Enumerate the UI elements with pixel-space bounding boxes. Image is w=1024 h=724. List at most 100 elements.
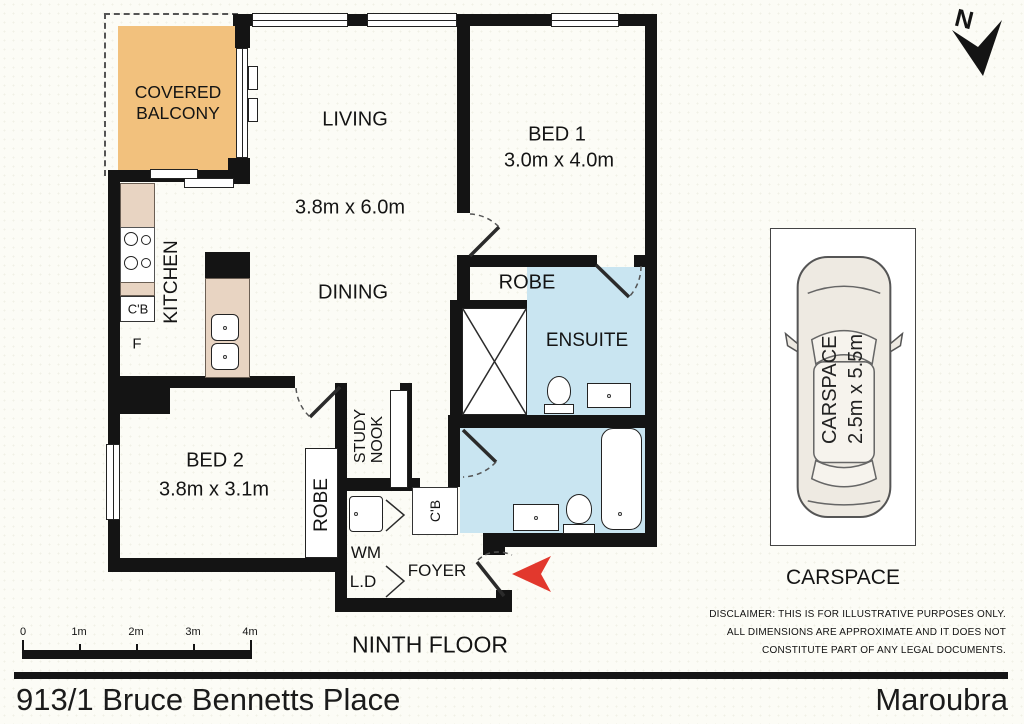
sink-drain	[223, 355, 227, 359]
window-louvre	[248, 98, 258, 122]
scale-tick	[250, 640, 252, 650]
wall	[450, 300, 462, 415]
scale-label: 2m	[128, 626, 144, 638]
wall	[505, 533, 657, 547]
door-leaf	[468, 225, 501, 258]
vanity-drain	[534, 516, 538, 520]
toilet-cistern	[544, 404, 574, 414]
vanity-icon	[513, 504, 559, 531]
cooktop-burner	[141, 235, 151, 245]
door-swing-arc	[469, 213, 500, 228]
shower-icon-cross	[462, 308, 527, 415]
scale-tick	[79, 644, 81, 650]
wall	[645, 14, 657, 547]
scale-label: 3m	[185, 626, 201, 638]
cooktop-burner	[124, 256, 138, 270]
wall	[448, 420, 460, 487]
scale-tick	[136, 644, 138, 650]
scale-tick	[193, 644, 195, 650]
wall	[483, 533, 505, 555]
floor-label: NINTH FLOOR	[352, 631, 508, 658]
sink-icon	[211, 314, 239, 341]
wall	[496, 590, 512, 612]
vanity-icon	[587, 383, 631, 408]
door-leaf	[461, 428, 498, 464]
scale-label: 4m	[242, 626, 258, 638]
toilet-cistern	[563, 524, 595, 534]
bed1-robe-label: ROBE	[498, 271, 556, 294]
living-dims: 3.8m x 6.0m	[294, 196, 406, 219]
wall	[235, 14, 250, 48]
sink-drain	[223, 326, 227, 330]
balcony-dashed-outline	[104, 13, 238, 176]
bed1-label: BED 1	[528, 123, 586, 146]
disclaimer-line: ALL DIMENSIONS ARE APPROXIMATE AND IT DO…	[726, 627, 1006, 638]
bed2-dims: 3.8m x 3.1m	[158, 478, 270, 501]
study-desk	[390, 390, 408, 488]
wall	[335, 491, 347, 612]
kitchen-cupboard-label: C'B	[127, 301, 149, 317]
wall	[457, 255, 597, 267]
bed2-robe-box	[305, 448, 338, 558]
wall	[634, 255, 657, 267]
car-icon	[784, 256, 904, 518]
bathtub-drain	[618, 512, 622, 516]
foyer-label: FOYER	[407, 561, 467, 580]
bed1-dims: 3.0m x 4.0m	[503, 149, 615, 172]
wall	[457, 255, 470, 312]
wall	[108, 170, 120, 376]
folding-door-icon	[385, 499, 406, 532]
entry-arrow-icon	[512, 556, 551, 592]
scale-label: 1m	[71, 626, 87, 638]
wall	[448, 415, 657, 428]
door-leaf	[594, 263, 631, 299]
sink-icon	[211, 343, 239, 370]
window	[236, 48, 248, 158]
carspace-caption: CARSPACE	[786, 566, 900, 589]
door-swing-arc	[462, 461, 497, 478]
wall	[335, 383, 347, 478]
scale-tick	[22, 640, 24, 650]
dining-label: DINING	[318, 281, 388, 304]
scale-bar-line	[22, 650, 252, 659]
wall	[108, 376, 295, 388]
wall	[450, 300, 595, 310]
washing-machine-dial	[354, 512, 358, 516]
wall	[347, 598, 510, 612]
sliding-door	[150, 169, 198, 179]
footer-address: 913/1 Bruce Bennetts Place	[16, 682, 401, 717]
door-leaf	[475, 560, 506, 598]
kitchen-bench	[120, 282, 155, 296]
cooktop-burner	[141, 258, 151, 268]
window	[367, 13, 457, 27]
washing-machine-label: WM	[350, 543, 382, 562]
footer-divider	[14, 672, 1008, 679]
scale-label: 0	[19, 626, 27, 638]
window	[252, 13, 348, 27]
window	[106, 444, 120, 520]
bed2-label: BED 2	[186, 449, 244, 472]
toilet-icon	[566, 494, 592, 524]
wall	[108, 414, 120, 444]
wall	[205, 252, 250, 278]
window-louvre	[248, 66, 258, 90]
door-swing-arc	[295, 387, 311, 418]
scale-bar: 0 1m 2m 3m 4m	[0, 620, 280, 665]
balcony-area	[118, 26, 237, 172]
bath-cupboard	[412, 487, 458, 535]
living-label: LIVING	[322, 108, 388, 131]
wall	[108, 558, 347, 572]
laundry-dryer-label: L.D	[349, 572, 377, 591]
door-swing-arc	[477, 551, 513, 561]
disclaimer-line: DISCLAIMER: THIS IS FOR ILLUSTRATIVE PUR…	[709, 609, 1006, 620]
window	[551, 13, 619, 27]
ensuite-label: ENSUITE	[545, 330, 629, 351]
fridge-label: F	[132, 335, 142, 353]
sliding-door	[184, 178, 234, 188]
vanity-drain	[607, 394, 611, 398]
disclaimer: DISCLAIMER: THIS IS FOR ILLUSTRATIVE PUR…	[709, 606, 1006, 660]
kitchen-cupboard	[120, 296, 155, 322]
